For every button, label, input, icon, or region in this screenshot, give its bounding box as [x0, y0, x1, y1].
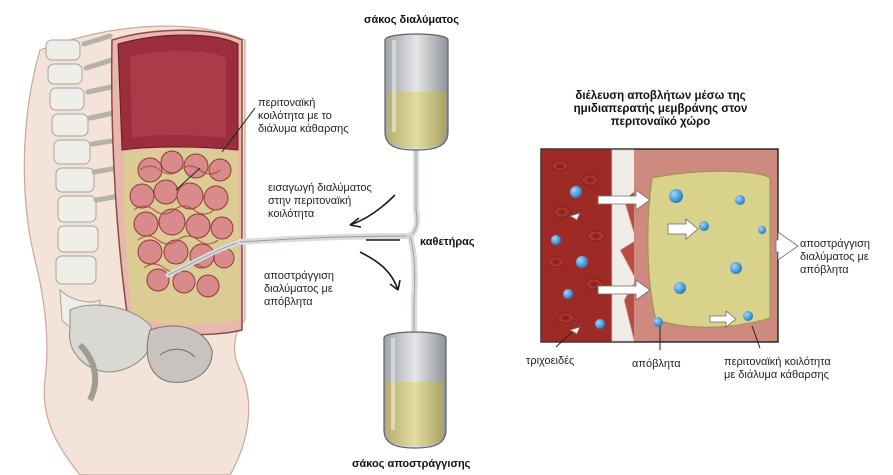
peritoneal-cavity-label: περιτοναϊκή κοιλότητα με το διάλυμα κάθα…	[258, 97, 349, 136]
solution-bag	[385, 34, 448, 150]
capillaries-label: τριχοειδές	[526, 355, 574, 368]
catheter-label: καθετήρας	[420, 236, 475, 249]
drainage-right-label: αποστράγγιση διαλύματος με απόβλητα	[800, 238, 870, 277]
inset-title: διέλευση αποβλήτων μέσω της ημιδιαπερατή…	[548, 90, 773, 129]
drain-bag	[384, 332, 446, 448]
solution-bag-label: σάκος διαλύματος	[364, 14, 459, 27]
abdominal-cavity	[112, 30, 242, 334]
waste-label: απόβλητα	[632, 358, 681, 371]
cavity-with-solution-label: περιτοναϊκή κοιλότητα με διάλυμα κάθαρση…	[724, 356, 831, 382]
drainage-left-label: αποστράγγιση διαλύματος με απόβλητα	[264, 270, 334, 309]
membrane-inset	[541, 149, 798, 342]
solution-inflow-label: εισαγωγή διαλύματος στην περιτοναϊκή κοι…	[268, 182, 372, 221]
drain-bag-label: σάκος αποστράγγισης	[352, 458, 470, 471]
